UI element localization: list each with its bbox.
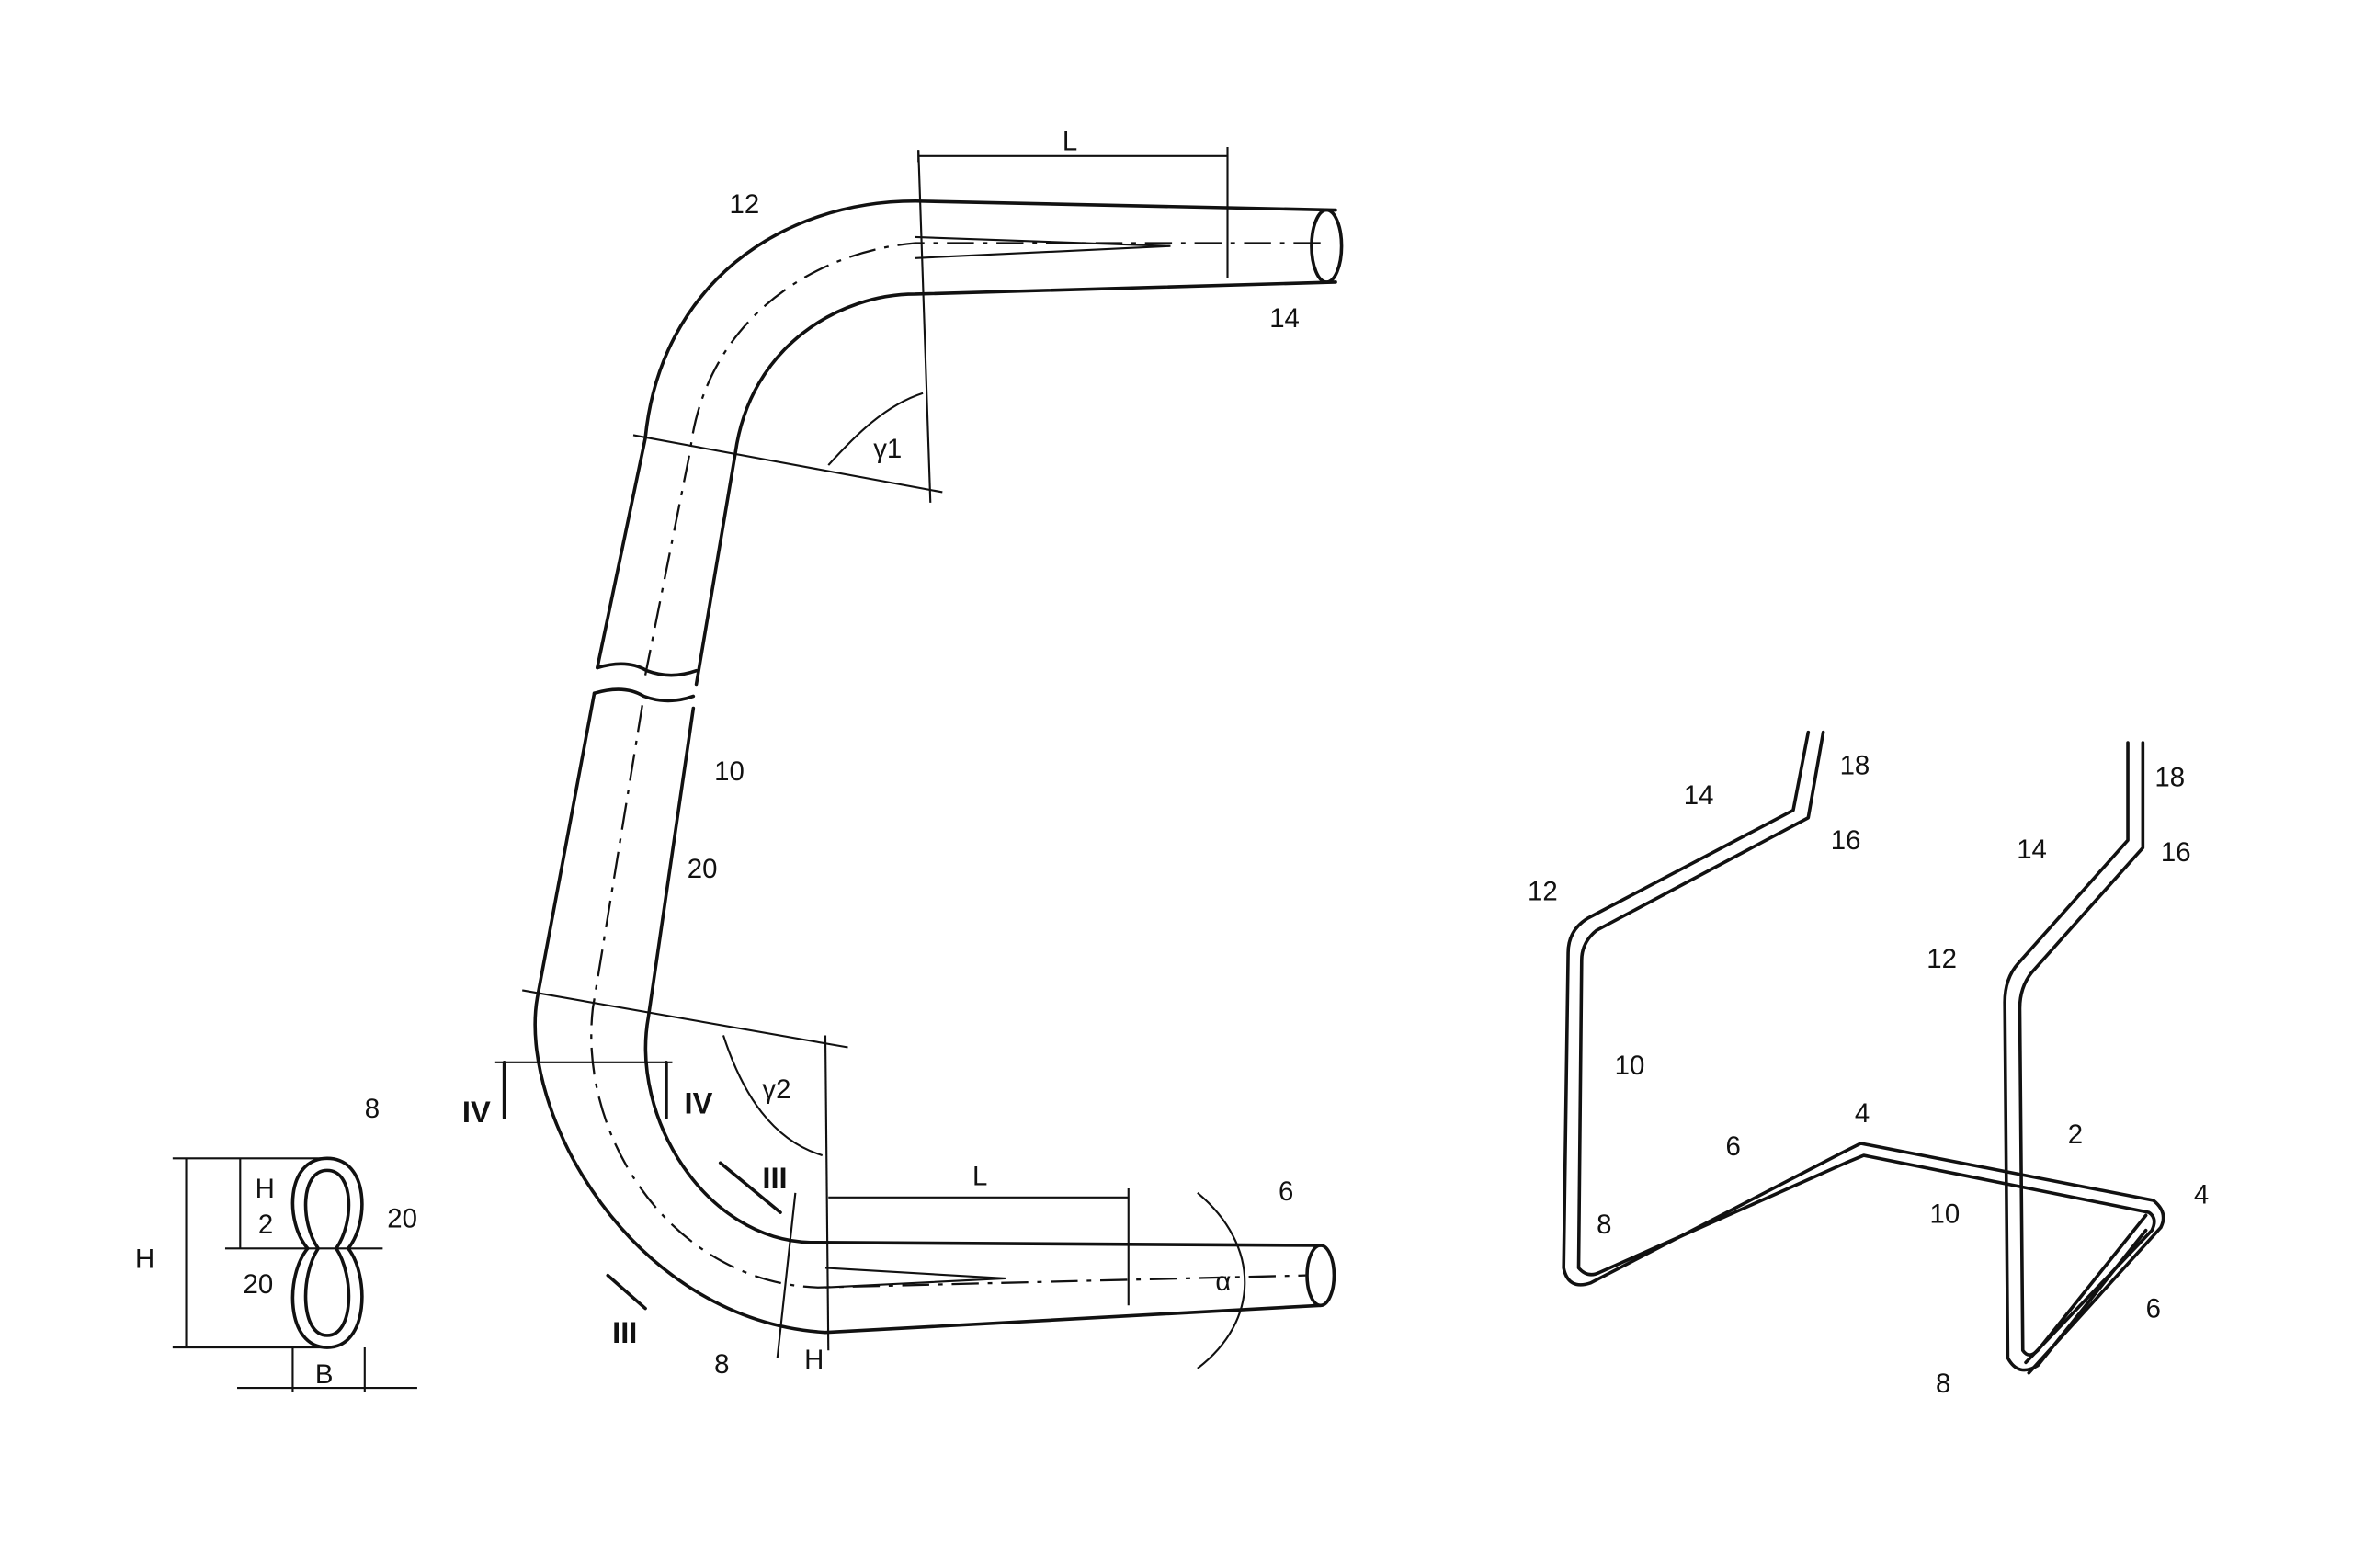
left-label-16: 16 (1831, 825, 1861, 856)
label-length-top: L (1063, 126, 1077, 156)
label-section-iii-top: III (762, 1161, 787, 1195)
right-frame-figure (2003, 741, 2148, 1372)
right-label-8: 8 (1936, 1369, 1950, 1399)
left-label-8: 8 (1597, 1210, 1611, 1240)
label-straight-10: 10 (714, 756, 745, 787)
right-label-10: 10 (1930, 1199, 1961, 1230)
label-alpha: α (1215, 1267, 1231, 1297)
left-label-14: 14 (1684, 780, 1714, 811)
label-centerline-20: 20 (688, 854, 718, 884)
cross-section-figure (172, 1156, 417, 1392)
label-section-iii-bottom: III (612, 1315, 637, 1349)
label-height-h: H (804, 1345, 824, 1375)
label-width-b: B (315, 1359, 334, 1390)
left-frame-figure (1562, 730, 2165, 1375)
left-label-4: 4 (1855, 1098, 1870, 1129)
label-section-iv-right: IV (685, 1085, 713, 1119)
label-section-8: 8 (365, 1094, 380, 1124)
label-section-iv-left: IV (462, 1095, 491, 1129)
label-half-h-num: H (256, 1174, 275, 1204)
left-label-6: 6 (1726, 1131, 1741, 1162)
label-end-6: 6 (1279, 1176, 1293, 1207)
label-section-h: H (135, 1244, 154, 1274)
left-label-12: 12 (1528, 877, 1558, 907)
label-gamma2: γ2 (762, 1074, 790, 1105)
right-label-2: 2 (2068, 1119, 2083, 1150)
label-length-bottom: L (972, 1162, 987, 1192)
right-label-4: 4 (2194, 1179, 2209, 1210)
main-tube-figure (494, 146, 1344, 1369)
label-wall-20-left: 20 (244, 1269, 274, 1300)
right-label-18: 18 (2154, 762, 2185, 792)
label-bend-12: 12 (730, 189, 760, 220)
label-wall-20-right: 20 (387, 1203, 417, 1233)
left-label-10: 10 (1615, 1051, 1645, 1081)
label-end-14: 14 (1269, 303, 1300, 334)
label-bend-8: 8 (714, 1349, 729, 1380)
right-label-16: 16 (2161, 837, 2191, 868)
left-label-18: 18 (1840, 750, 1870, 780)
right-label-6: 6 (2146, 1293, 2161, 1324)
right-label-14: 14 (2017, 835, 2047, 865)
right-label-12: 12 (1927, 944, 1957, 974)
label-half-h-den: 2 (258, 1210, 273, 1240)
label-gamma1: γ1 (873, 434, 902, 464)
